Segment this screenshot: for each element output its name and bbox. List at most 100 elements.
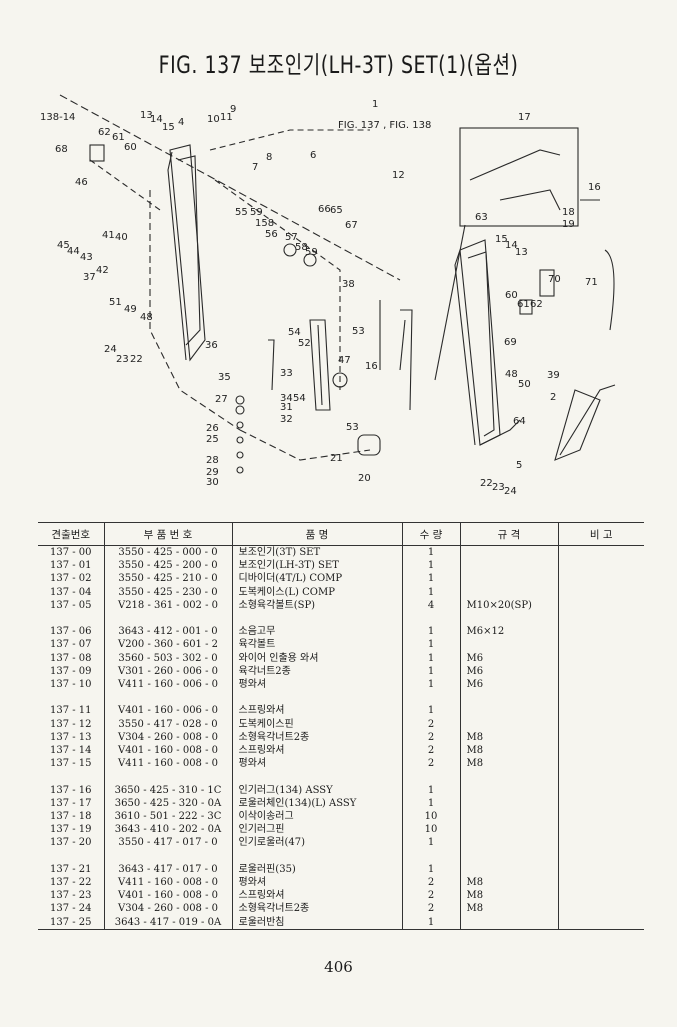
group-spacer-row: [38, 612, 644, 626]
quantity-cell: 2: [401, 717, 460, 731]
callout-label: 8: [266, 152, 272, 163]
part-name-cell: 평와셔: [231, 678, 402, 692]
group-spacer-row: [38, 849, 644, 863]
part-no-cell: 3643 - 417 - 019 - 0A: [103, 915, 232, 930]
callout-label: 38: [342, 279, 355, 290]
spec-cell: M6: [459, 678, 558, 692]
callout-label: 59: [305, 247, 318, 258]
spacer-cell: [38, 612, 104, 625]
page-number: 406: [324, 958, 353, 976]
note-cell: [557, 585, 644, 599]
spacer-cell: [231, 849, 402, 863]
callout-label: 29: [206, 467, 219, 478]
callout-label: 41: [102, 230, 115, 241]
callout-label: 24: [104, 344, 117, 355]
quantity-cell: 1: [401, 704, 460, 718]
spec-cell: [459, 559, 558, 573]
spacer-cell: [459, 612, 558, 626]
ref-no-cell: 137 - 22: [49, 877, 92, 889]
quantity-cell: 1: [401, 664, 460, 679]
part-name-cell: 육각볼트: [231, 638, 402, 652]
callout-label: 13: [515, 247, 528, 258]
ref-no-cell: 137 - 12: [49, 718, 92, 730]
ref-no-cell: 137 - 14: [49, 745, 92, 757]
quantity-cell: 1: [401, 651, 460, 665]
ref-no-cell: 137 - 17: [49, 797, 92, 809]
spacer-cell: [557, 770, 644, 784]
note-cell: [557, 638, 644, 652]
callout-label: 56: [265, 229, 278, 240]
callout-label: 60: [505, 290, 518, 301]
callout-label: 42: [96, 265, 109, 276]
callout-label: 21: [330, 453, 343, 464]
note-cell: [557, 625, 644, 639]
header-part-no: 부 품 번 호: [103, 522, 232, 546]
quantity-cell: 1: [401, 678, 460, 692]
spec-cell: [459, 704, 558, 718]
group-spacer-row: [38, 770, 644, 784]
part-name-cell: 평와셔: [231, 757, 402, 771]
callout-label: 22: [130, 354, 143, 365]
part-no-cell: 3643 - 412 - 001 - 0: [103, 625, 232, 639]
callout-label: 13: [140, 110, 153, 121]
part-name-cell: 소음고무: [231, 625, 402, 639]
quantity-cell: 2: [401, 889, 460, 903]
spacer-cell: [231, 691, 402, 705]
note-cell: [557, 757, 644, 771]
callout-label: FIG. 137 , FIG. 138: [338, 120, 431, 131]
header-quantity: 수 량: [401, 522, 460, 546]
table-header-row: 견출번호 부 품 번 호 품 명 수 량 규 격 비 고: [38, 522, 644, 546]
note-cell: [557, 915, 644, 930]
callout-label: 27: [215, 394, 228, 405]
ref-no-cell: 137 - 18: [49, 811, 92, 823]
quantity-cell: 10: [401, 823, 460, 837]
callout-label: 68: [55, 144, 68, 155]
callout-label: 39: [547, 370, 560, 381]
note-cell: [557, 810, 644, 824]
quantity-cell: 2: [401, 757, 460, 771]
note-cell: [557, 823, 644, 837]
part-name-cell: 와이어 인출용 와셔: [231, 651, 402, 665]
header-note: 비 고: [557, 522, 644, 546]
callout-label: 5: [516, 460, 522, 471]
callout-label: 22: [480, 478, 493, 489]
part-no-cell: V411 - 160 - 006 - 0: [103, 678, 232, 692]
spacer-cell: [103, 770, 232, 784]
spacer-cell: [38, 850, 104, 863]
part-no-cell: 3650 - 425 - 310 - 1C: [103, 783, 232, 797]
quantity-cell: 2: [401, 876, 460, 890]
callout-label: 43: [80, 252, 93, 263]
spacer-cell: [401, 691, 460, 705]
ref-no-cell: 137 - 00: [49, 547, 92, 558]
part-name-cell: 평와셔: [231, 876, 402, 890]
callout-label: 35: [218, 372, 231, 383]
part-no-cell: V411 - 160 - 008 - 0: [103, 876, 232, 890]
note-cell: [557, 876, 644, 890]
callout-label: 53: [352, 326, 365, 337]
callout-label: 11: [220, 112, 233, 123]
spacer-cell: [459, 770, 558, 784]
callout-label: 55: [235, 207, 248, 218]
note-cell: [557, 836, 644, 850]
part-no-cell: 3643 - 410 - 202 - 0A: [103, 823, 232, 837]
quantity-cell: 1: [401, 862, 460, 877]
quantity-cell: 1: [401, 836, 460, 850]
note-cell: [557, 664, 644, 679]
callout-label: 15: [162, 122, 175, 133]
note-cell: [557, 744, 644, 758]
callout-label: 46: [75, 177, 88, 188]
callout-label: 48: [505, 369, 518, 380]
quantity-cell: 1: [401, 559, 460, 573]
callout-label: 26: [206, 423, 219, 434]
